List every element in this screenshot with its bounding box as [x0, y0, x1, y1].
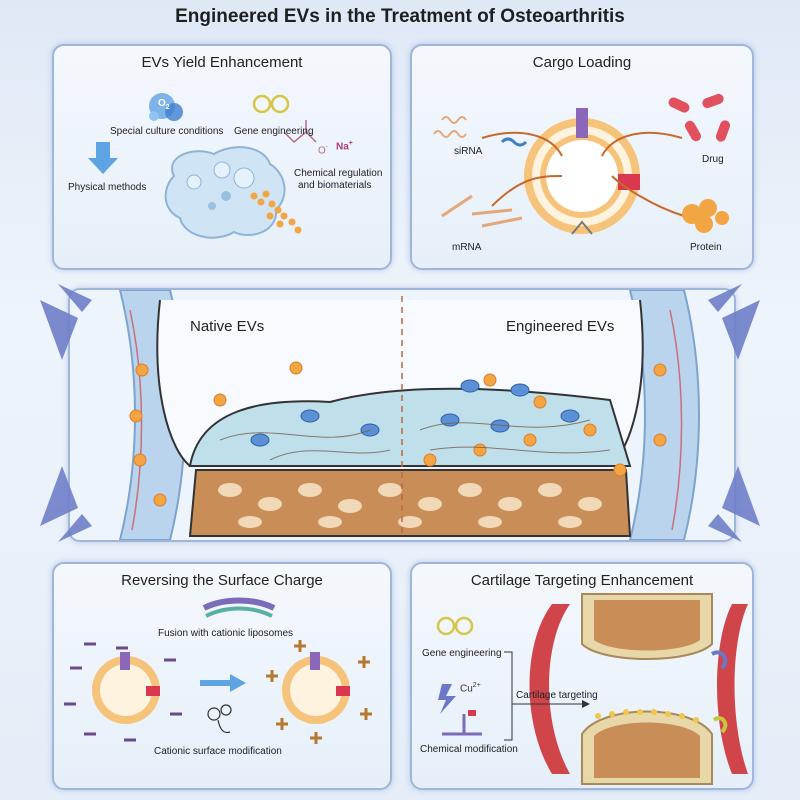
native-vesicle-icon [92, 652, 160, 724]
cationic-molecule-icon [207, 704, 232, 734]
conversion-arrow [200, 674, 246, 692]
protein-label: Protein [690, 242, 722, 253]
na-label: Na+ [336, 140, 353, 153]
panel-cargo-title: Cargo Loading [532, 54, 632, 71]
sirna-duplex-icon [500, 137, 528, 147]
panel-cartilage-targeting: Cartilage Targeting Enhancement [410, 562, 754, 790]
positive-charges [266, 640, 372, 744]
protein-icon [682, 199, 729, 233]
mrna-label: mRNA [452, 242, 482, 253]
cationic-modification-label: Cationic surface modification [154, 746, 282, 757]
down-arrow-icon [88, 142, 118, 174]
lower-bone [581, 710, 713, 785]
chemical-regulation-label-1: Chemical regulation [294, 168, 383, 179]
o-minus-label: O- [318, 144, 329, 157]
targeting-ligands [710, 650, 728, 734]
panel-surface-title: Reversing the Surface Charge [121, 572, 323, 589]
oxygen-icon [149, 93, 183, 121]
panel-cartilage-title: Cartilage Targeting Enhancement [470, 572, 694, 589]
panel-native-vs-engineered: Native EVs Engineered EVs [68, 288, 736, 542]
collagen-fibers [219, 419, 611, 461]
gene-engineering-label-2: Gene engineering [422, 648, 502, 659]
plasmid-icon [252, 94, 290, 114]
cartilage-illustration [436, 593, 748, 785]
sirna-icon [433, 116, 467, 138]
fusion-label: Fusion with cationic liposomes [158, 628, 294, 639]
o2-label: O2 [158, 98, 170, 111]
cargo-illustration [433, 93, 731, 235]
panel-yield-title: EVs Yield Enhancement [141, 54, 303, 71]
panel-yield-enhancement: EVs Yield Enhancement [52, 44, 392, 270]
joint-illustration [118, 290, 700, 540]
engineered-vesicle-icon [282, 652, 350, 724]
native-evs-label: Native EVs [190, 318, 265, 335]
lightning-icon [438, 684, 456, 714]
vesicle-icon [524, 108, 640, 235]
gene-engineering-label: Gene engineering [234, 126, 314, 137]
upper-bone [581, 593, 713, 660]
engineered-evs-label: Engineered EVs [506, 318, 615, 335]
engineered-ev-vesicles [423, 363, 667, 477]
targeting-bracket [504, 651, 582, 741]
mrna-icon [441, 194, 523, 228]
negative-charges [64, 642, 182, 742]
chemical-regulation-label-2: and biomaterials [298, 180, 372, 191]
bone-pores [218, 483, 602, 528]
cartilage-targeting-label: Cartilage targeting [516, 690, 598, 701]
figure-title: Engineered EVs in the Treatment of Osteo… [175, 6, 625, 27]
chemical-modification-label: Chemical modification [420, 744, 518, 755]
physical-methods-label: Physical methods [68, 182, 147, 193]
chondrocyte-cells [250, 379, 580, 447]
sirna-label: siRNA [454, 146, 483, 157]
panel-cargo-loading: Cargo Loading [410, 44, 754, 270]
loading-arrows [481, 131, 685, 217]
plasmid-icon [436, 616, 474, 636]
drug-icon [668, 93, 731, 142]
chemical-modification-icon [442, 710, 482, 736]
yield-illustration [88, 93, 317, 239]
right-vessel [628, 290, 700, 540]
liposome-icon [202, 597, 276, 618]
surface-charge-illustration [64, 597, 372, 744]
native-ev-vesicles [129, 361, 303, 507]
drug-label: Drug [702, 154, 724, 165]
targeted-ev-dots [595, 709, 699, 723]
chemical-structure-icon [283, 120, 317, 144]
cell-icon [164, 146, 302, 239]
cu-label: Cu2+ [460, 682, 481, 695]
panel-surface-charge: Reversing the Surface Charge [52, 562, 392, 790]
special-culture-label: Special culture conditions [110, 126, 224, 137]
